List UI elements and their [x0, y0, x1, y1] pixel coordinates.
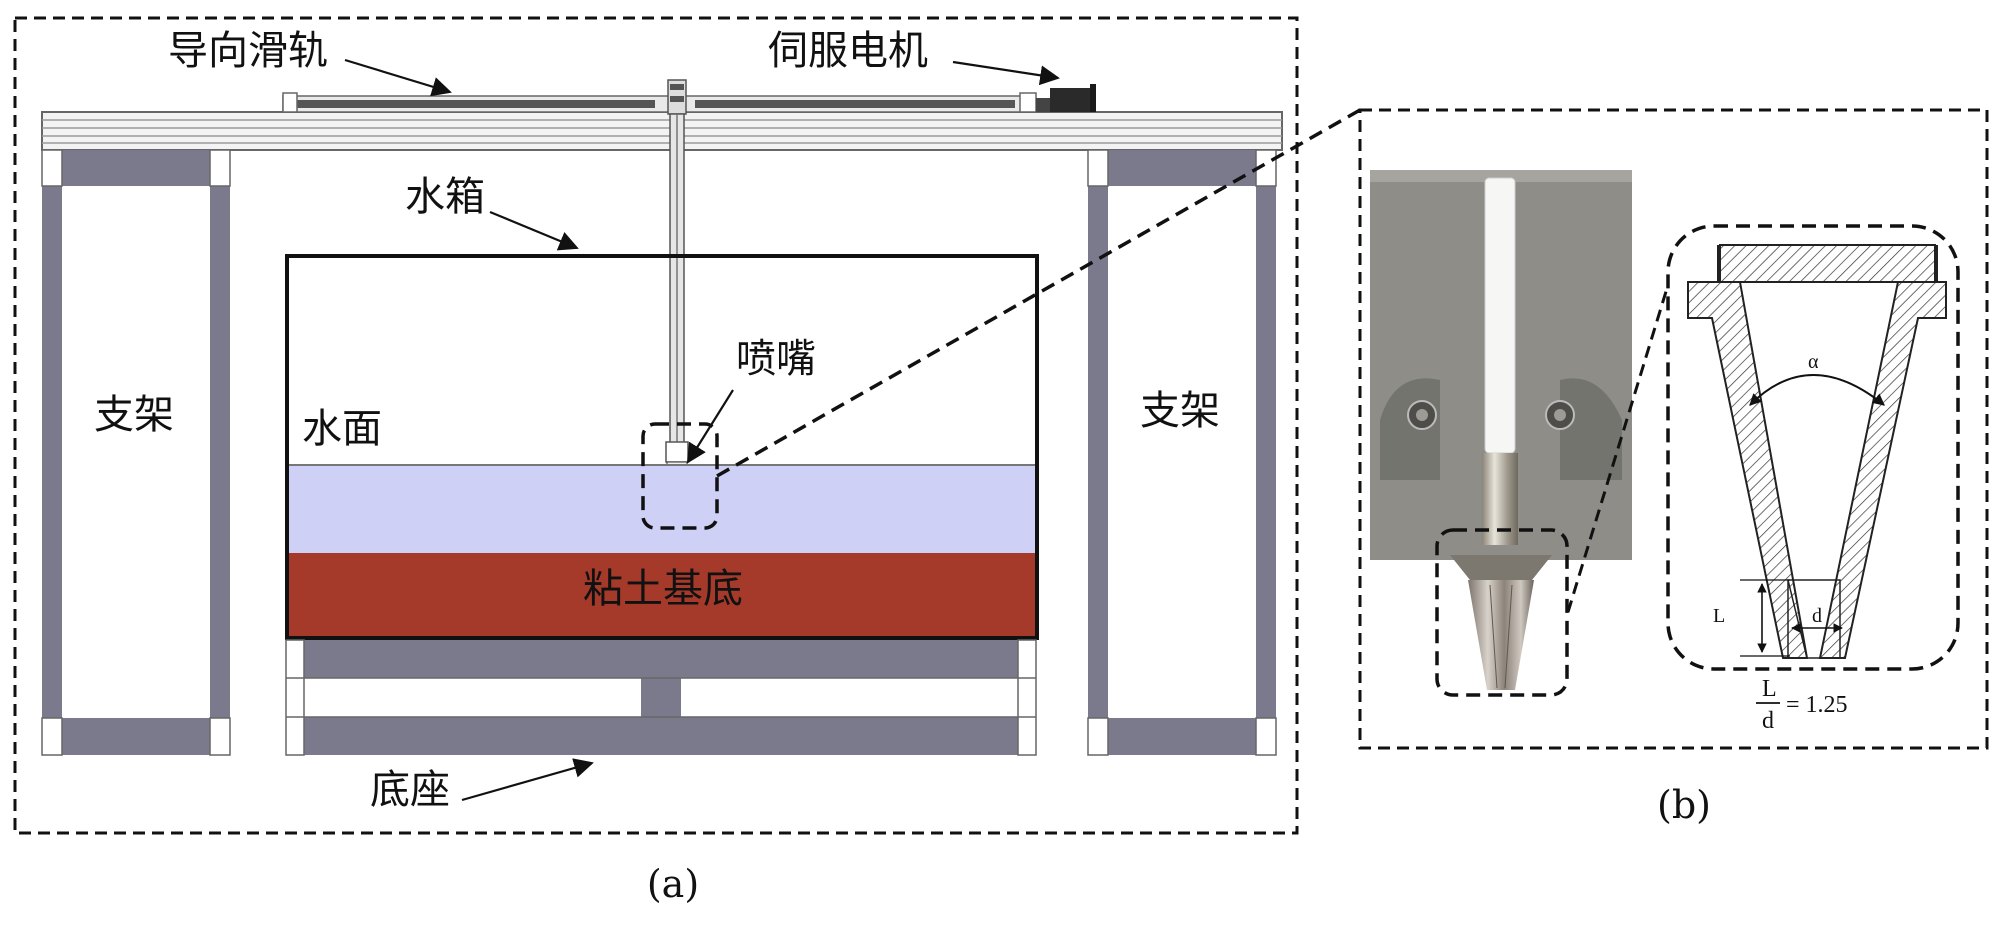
- support-left: [41, 149, 231, 756]
- photo-nozzle-highlight: [1435, 528, 1569, 697]
- arrow-nozzle: [686, 389, 734, 464]
- arrow-guide-rail: [344, 58, 452, 97]
- panel-a-border: [13, 16, 1299, 835]
- ratio-numerator: L: [1762, 676, 1777, 702]
- nozzle-highlight: [641, 422, 719, 530]
- label-servo-motor: 伺服电机: [768, 28, 928, 74]
- carriage-rod: [665, 79, 689, 509]
- label-guide-rail: 导向滑轨: [168, 28, 328, 74]
- label-support-right: 支架: [1140, 388, 1220, 434]
- nozzle-photo: [1370, 170, 1632, 690]
- zoom-connector: [716, 108, 1361, 478]
- label-nozzle: 喷嘴: [736, 336, 816, 382]
- label-support-left: 支架: [94, 392, 174, 438]
- L-label: L: [1713, 605, 1725, 627]
- d-label: d: [1812, 605, 1822, 627]
- clay-layer: [289, 553, 1035, 636]
- ratio-value: = 1.25: [1786, 692, 1848, 718]
- support-right: [1087, 149, 1277, 756]
- panel-b: α L d L d = 1.25 (b): [1358, 108, 1989, 827]
- caption-b: (b): [1657, 783, 1711, 827]
- caption-a: (a): [647, 862, 699, 906]
- nozzle-cross-section: [1687, 244, 1947, 659]
- label-water-surface: 水面: [302, 406, 382, 452]
- panel-a: 导向滑轨 伺服电机 水箱 喷嘴 水面 支架 支架 粘土基底 底座 (a): [13, 16, 1299, 906]
- base-stand: [285, 639, 1037, 756]
- arrow-servo-motor: [952, 60, 1060, 86]
- ratio-denominator: d: [1762, 708, 1774, 734]
- label-base: 底座: [370, 767, 450, 813]
- ratio-formula: L d = 1.25: [1756, 676, 1848, 734]
- servo-motor: [1036, 84, 1096, 112]
- alpha-label: α: [1808, 351, 1819, 373]
- arrow-base: [461, 758, 594, 802]
- guide-rail: [41, 92, 1283, 151]
- panel-b-border: [1358, 108, 1989, 750]
- label-clay-base: 粘土基底: [583, 566, 743, 612]
- arrow-water-tank: [489, 210, 579, 251]
- label-water-tank: 水箱: [405, 174, 485, 220]
- section-highlight: [1666, 224, 1960, 671]
- water-tank: [285, 254, 1039, 640]
- alpha-arc: [1749, 374, 1885, 406]
